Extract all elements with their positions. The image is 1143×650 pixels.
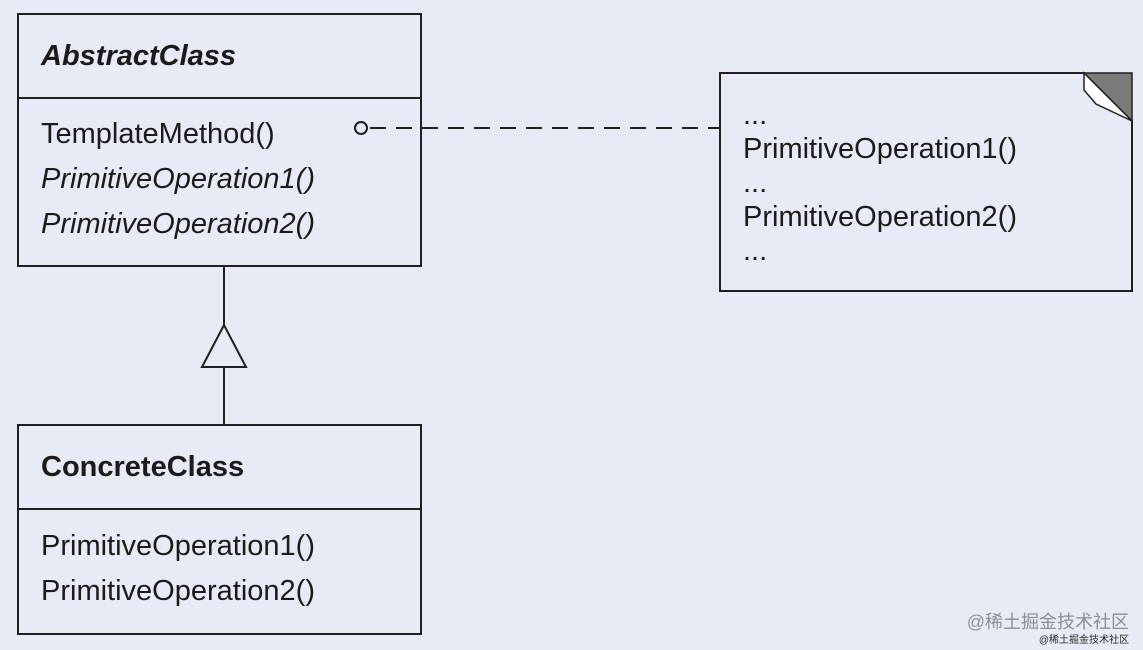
concrete-class-box: ConcreteClass PrimitiveOperation1() Prim…	[17, 424, 422, 635]
watermark-small-text: @稀土掘金技术社区	[1038, 635, 1129, 646]
note-line-primitive-operation2: PrimitiveOperation2()	[743, 201, 1017, 233]
note-box: ... PrimitiveOperation1() ... PrimitiveO…	[719, 72, 1133, 292]
abstract-class-operations: TemplateMethod() PrimitiveOperation1() P…	[19, 99, 420, 247]
note-line-ellipsis: ...	[743, 99, 768, 131]
note-line-ellipsis: ...	[743, 167, 768, 199]
template-method-operation: TemplateMethod()	[41, 118, 275, 150]
primitive-operation2-concrete: PrimitiveOperation2()	[41, 575, 315, 607]
abstract-class-name: AbstractClass	[19, 15, 420, 99]
note-outline	[719, 72, 1133, 292]
concrete-class-name: ConcreteClass	[19, 426, 420, 510]
note-anchor-circle	[354, 121, 368, 135]
inheritance-arrowhead	[200, 322, 248, 368]
abstract-class-box: AbstractClass TemplateMethod() Primitive…	[17, 13, 422, 267]
concrete-class-operations: PrimitiveOperation1() PrimitiveOperation…	[19, 510, 420, 614]
watermark-text: @稀土掘金技术社区	[966, 612, 1129, 632]
note-line-primitive-operation1: PrimitiveOperation1()	[743, 133, 1017, 165]
note-line-ellipsis: ...	[743, 235, 768, 267]
primitive-operation1-abstract: PrimitiveOperation1()	[41, 163, 315, 195]
note-corner-flap	[1083, 71, 1133, 122]
primitive-operation2-abstract: PrimitiveOperation2()	[41, 208, 315, 240]
primitive-operation1-concrete: PrimitiveOperation1()	[41, 530, 315, 562]
